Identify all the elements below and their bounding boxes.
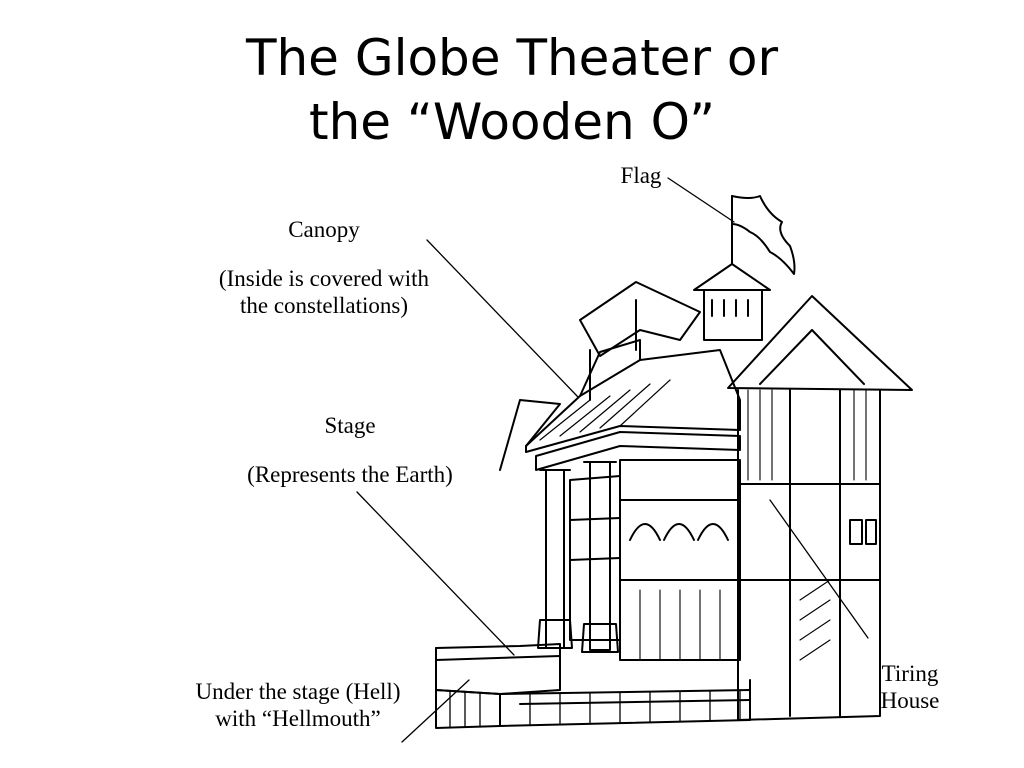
canopy-leader: [426, 239, 579, 398]
under-stage-line-1: Under the stage (Hell): [195, 679, 401, 704]
turret-drawing: [693, 195, 796, 341]
flag-label: Flag: [600, 162, 682, 189]
under-stage-line-2: with “Hellmouth”: [215, 706, 381, 731]
canopy-label: Canopy (Inside is covered with the const…: [188, 216, 460, 319]
stage-note: (Represents the Earth): [247, 462, 453, 487]
flag-leader: [667, 177, 735, 223]
canopy-note-line-1: (Inside is covered with: [218, 266, 430, 291]
flag-label-text: Flag: [620, 163, 662, 188]
slide-title: The Globe Theater or the “Wooden O”: [0, 26, 1024, 154]
galleries-drawing: [569, 459, 741, 661]
tiring-house-drawing: [727, 295, 913, 721]
stage-label-title: Stage: [324, 413, 376, 438]
canopy-drawing: [499, 339, 741, 471]
tiring-house-line-1: Tiring: [881, 661, 939, 686]
slide-title-line-2: the “Wooden O”: [308, 93, 715, 151]
tiring-house-label: Tiring House: [862, 660, 958, 714]
canopy-label-title: Canopy: [288, 217, 360, 242]
under-stage-label: Under the stage (Hell) with “Hellmouth”: [160, 678, 436, 732]
stage-columns-drawing: [537, 461, 619, 653]
canopy-note-line-2: the constellations): [240, 293, 408, 318]
stage-leader: [356, 491, 515, 656]
slide-title-line-1: The Globe Theater or: [245, 29, 779, 87]
tiring-house-line-2: House: [880, 688, 940, 713]
left-gable-drawing: [579, 281, 701, 401]
stage-label: Stage (Represents the Earth): [216, 412, 484, 488]
under-stage-leader: [401, 679, 470, 743]
leader-lines: [356, 177, 869, 743]
tiring-house-leader: [769, 499, 869, 639]
stage-platform-drawing: [435, 643, 751, 729]
